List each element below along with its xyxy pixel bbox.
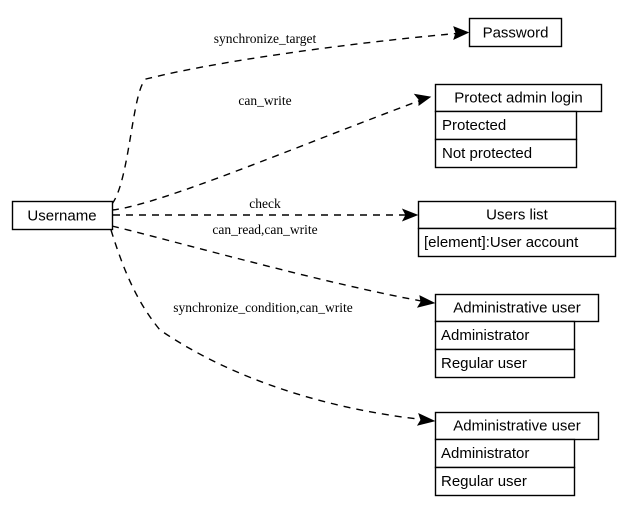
arrowhead-6 [416,413,436,426]
edge-can-write[interactable]: can_write [111,93,432,211]
edge-synchronize-target[interactable]: synchronize_target [111,26,470,205]
node-username-label: Username [27,207,96,224]
edge-to-administrative-user-2[interactable] [110,229,436,426]
node-administrative-user-2-row-regular-user-box [434,466,576,497]
node-administrative-user-1-row-administrator: Administrator [441,327,529,344]
node-protect-admin-login-row-not-protected-box [434,138,578,169]
node-protect-admin-login-header: Protect admin login [454,89,582,106]
node-administrative-user-2-header: Administrative user [453,417,581,434]
edge-line-5 [111,225,428,303]
edge-label-can-write: can_write [238,93,291,108]
edge-group: synchronize_target can_write check can_r… [110,26,470,426]
edge-line-6 [110,229,428,421]
node-users-list-row-element-box [417,227,617,258]
node-users-list[interactable]: Users list [element]:User account [417,200,617,258]
node-administrative-user-2-row-regular-user: Regular user [441,473,527,490]
node-username[interactable]: Username [11,200,114,231]
node-administrative-user-2[interactable]: Administrative user Administrator Regula… [434,411,600,497]
edge-line-1 [111,32,463,205]
edge-label-check: check [249,196,281,211]
node-administrative-user-1-row-regular-user: Regular user [441,355,527,372]
node-protect-admin-login-row-protected: Protected [442,117,506,134]
arrowhead-1 [453,26,470,40]
edge-label-can-read-can-write: can_read,can_write [212,222,317,237]
node-password-header: Password [483,24,549,41]
node-password[interactable]: Password [468,17,563,48]
edge-synchronize-condition-can-write[interactable]: synchronize_condition,can_write [111,225,436,315]
edge-label-synchronize-target: synchronize_target [214,31,317,46]
edge-check-canread-canwrite[interactable]: check can_read,can_write [113,196,419,237]
edge-label-synchronize-condition-can-write: synchronize_condition,can_write [173,300,353,315]
node-username-box [11,200,114,231]
node-administrative-user-2-row-administrator-box [434,438,576,469]
node-protect-admin-login[interactable]: Protect admin login Protected Not protec… [434,83,603,169]
node-protect-admin-login-row-not-protected: Not protected [442,145,532,162]
node-users-list-row-element: [element]:User account [424,234,579,251]
node-administrative-user-1[interactable]: Administrative user Administrator Regula… [434,293,600,379]
node-administrative-user-2-row-administrator: Administrator [441,445,529,462]
arrowhead-5 [416,295,436,308]
edge-line-2 [111,98,425,211]
node-administrative-user-1-row-regular-user-box [434,348,576,379]
arrowhead-2 [413,93,432,106]
arrowhead-3 [401,208,419,222]
node-password-box [468,17,563,48]
node-administrative-user-1-row-administrator-box [434,320,576,351]
node-users-list-header: Users list [486,206,549,223]
node-administrative-user-1-header: Administrative user [453,299,581,316]
node-administrative-user-1-header-box [434,293,600,323]
